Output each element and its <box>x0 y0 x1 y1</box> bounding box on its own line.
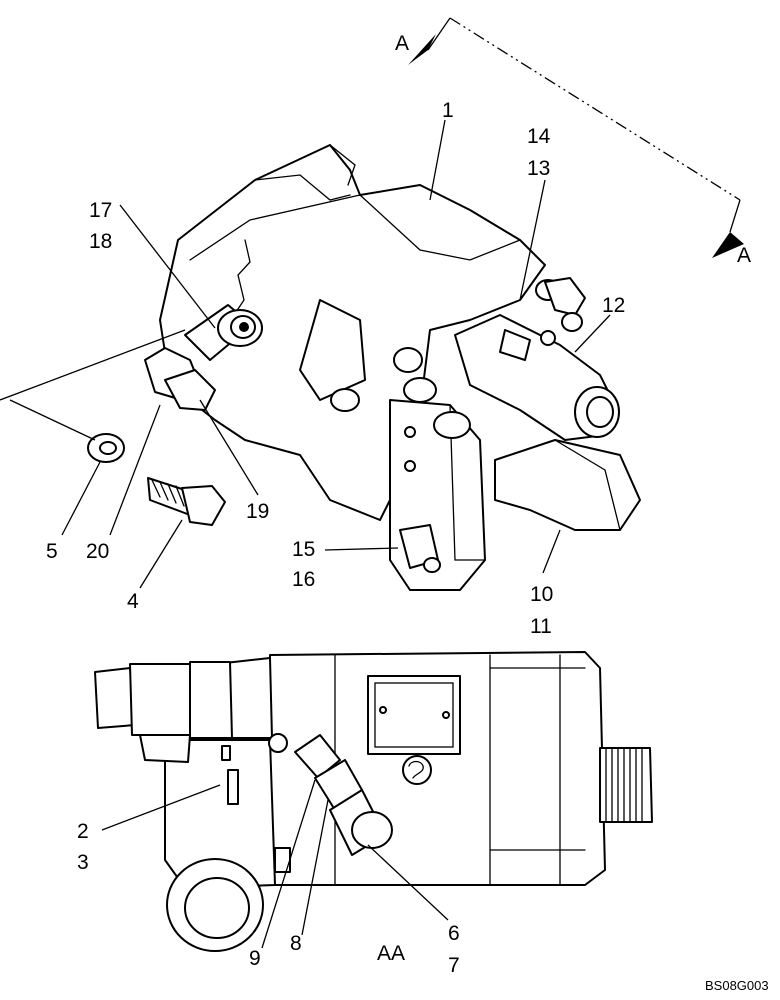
view-title-aa: AA <box>377 942 405 965</box>
callout-5: 5 <box>46 540 58 563</box>
callout-20: 20 <box>86 540 109 563</box>
pump-assembly-view-aa <box>94 651 653 952</box>
callout-9: 9 <box>249 947 261 970</box>
callout-18: 18 <box>89 230 112 253</box>
callout-1: 1 <box>442 99 454 122</box>
callout-6: 6 <box>448 922 460 945</box>
callout-13: 13 <box>527 157 550 180</box>
section-line-a-a <box>408 17 744 258</box>
leader-lines <box>0 119 611 949</box>
callout-14: 14 <box>527 125 551 148</box>
callout-16: 16 <box>292 568 315 591</box>
pump-assembly-top-view <box>87 144 641 591</box>
callout-11: 11 <box>530 615 552 638</box>
callout-19: 19 <box>246 500 269 523</box>
section-letter-a-top: A <box>395 32 409 55</box>
callout-2: 2 <box>77 820 89 843</box>
callout-15: 15 <box>292 538 315 561</box>
callout-12: 12 <box>602 294 625 317</box>
section-arrow-icon <box>408 34 436 65</box>
callout-3: 3 <box>77 851 89 874</box>
drawing-code: BS08G003 <box>705 978 769 993</box>
callout-7: 7 <box>448 954 460 977</box>
callout-8: 8 <box>290 932 302 955</box>
callout-17: 17 <box>89 199 112 222</box>
section-arrow-icon <box>712 232 744 258</box>
section-letter-a-bottom: A <box>737 244 751 267</box>
callout-10: 10 <box>530 583 553 606</box>
manufacturer-logo-icon <box>402 755 432 785</box>
callout-4: 4 <box>127 590 139 613</box>
